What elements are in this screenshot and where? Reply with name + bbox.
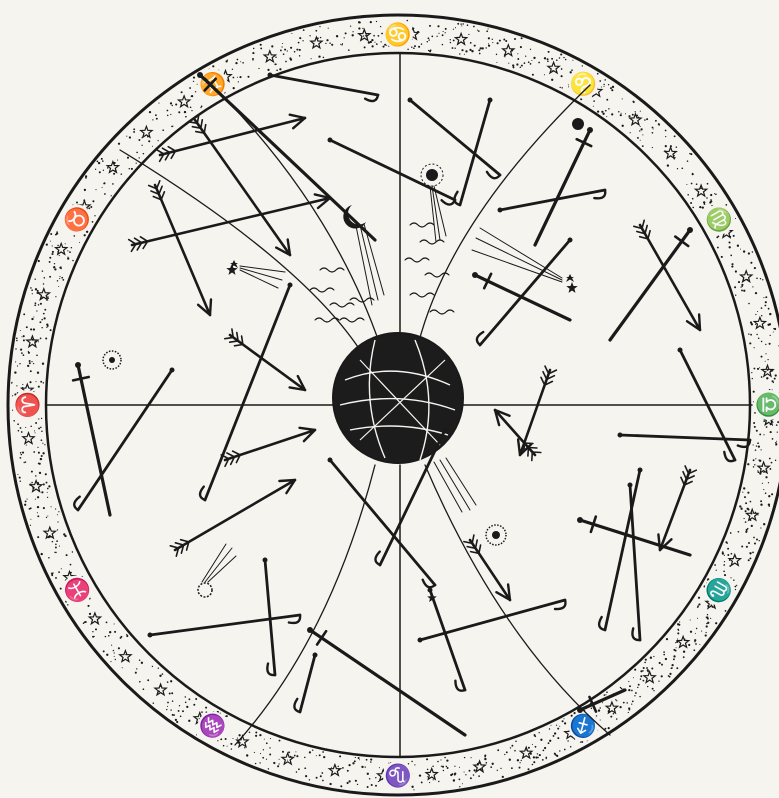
libra-glyph: ♎ xyxy=(755,391,779,418)
earth-globe xyxy=(333,333,463,463)
sunface-icon xyxy=(572,118,584,130)
aries-glyph: ♈ xyxy=(15,391,41,418)
capricorn-glyph: ♑ xyxy=(384,762,411,788)
cancer-glyph: ♋ xyxy=(384,22,411,48)
